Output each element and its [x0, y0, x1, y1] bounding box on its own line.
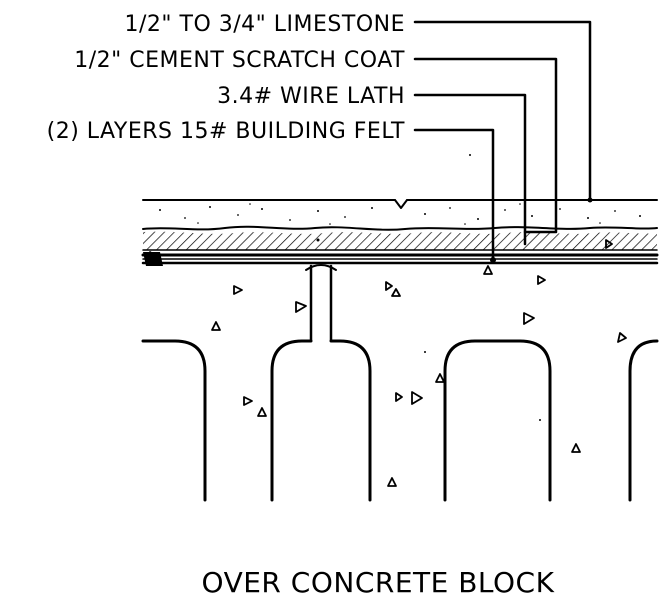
- callout-building-felt-label: (2) LAYERS 15# BUILDING FELT: [47, 119, 405, 144]
- concrete-block: [141, 154, 659, 502]
- scratch-coat-layer: [142, 231, 658, 251]
- leader-limestone: [413, 20, 592, 202]
- leader-scratch-coat: [413, 57, 558, 234]
- limestone-layer: [142, 199, 658, 231]
- lath-and-felt-layer: [141, 252, 659, 266]
- diagram-caption: OVER CONCRETE BLOCK: [202, 566, 555, 599]
- callout-wire-lath-label: 3.4# WIRE LATH: [217, 84, 405, 109]
- callout-scratch-coat-label: 1/2" CEMENT SCRATCH COAT: [74, 48, 405, 73]
- leader-lines: [413, 20, 593, 263]
- leader-wire-lath: [413, 93, 527, 246]
- leader-building-felt: [413, 128, 495, 262]
- callout-limestone-label: 1/2" TO 3/4" LIMESTONE: [125, 12, 406, 37]
